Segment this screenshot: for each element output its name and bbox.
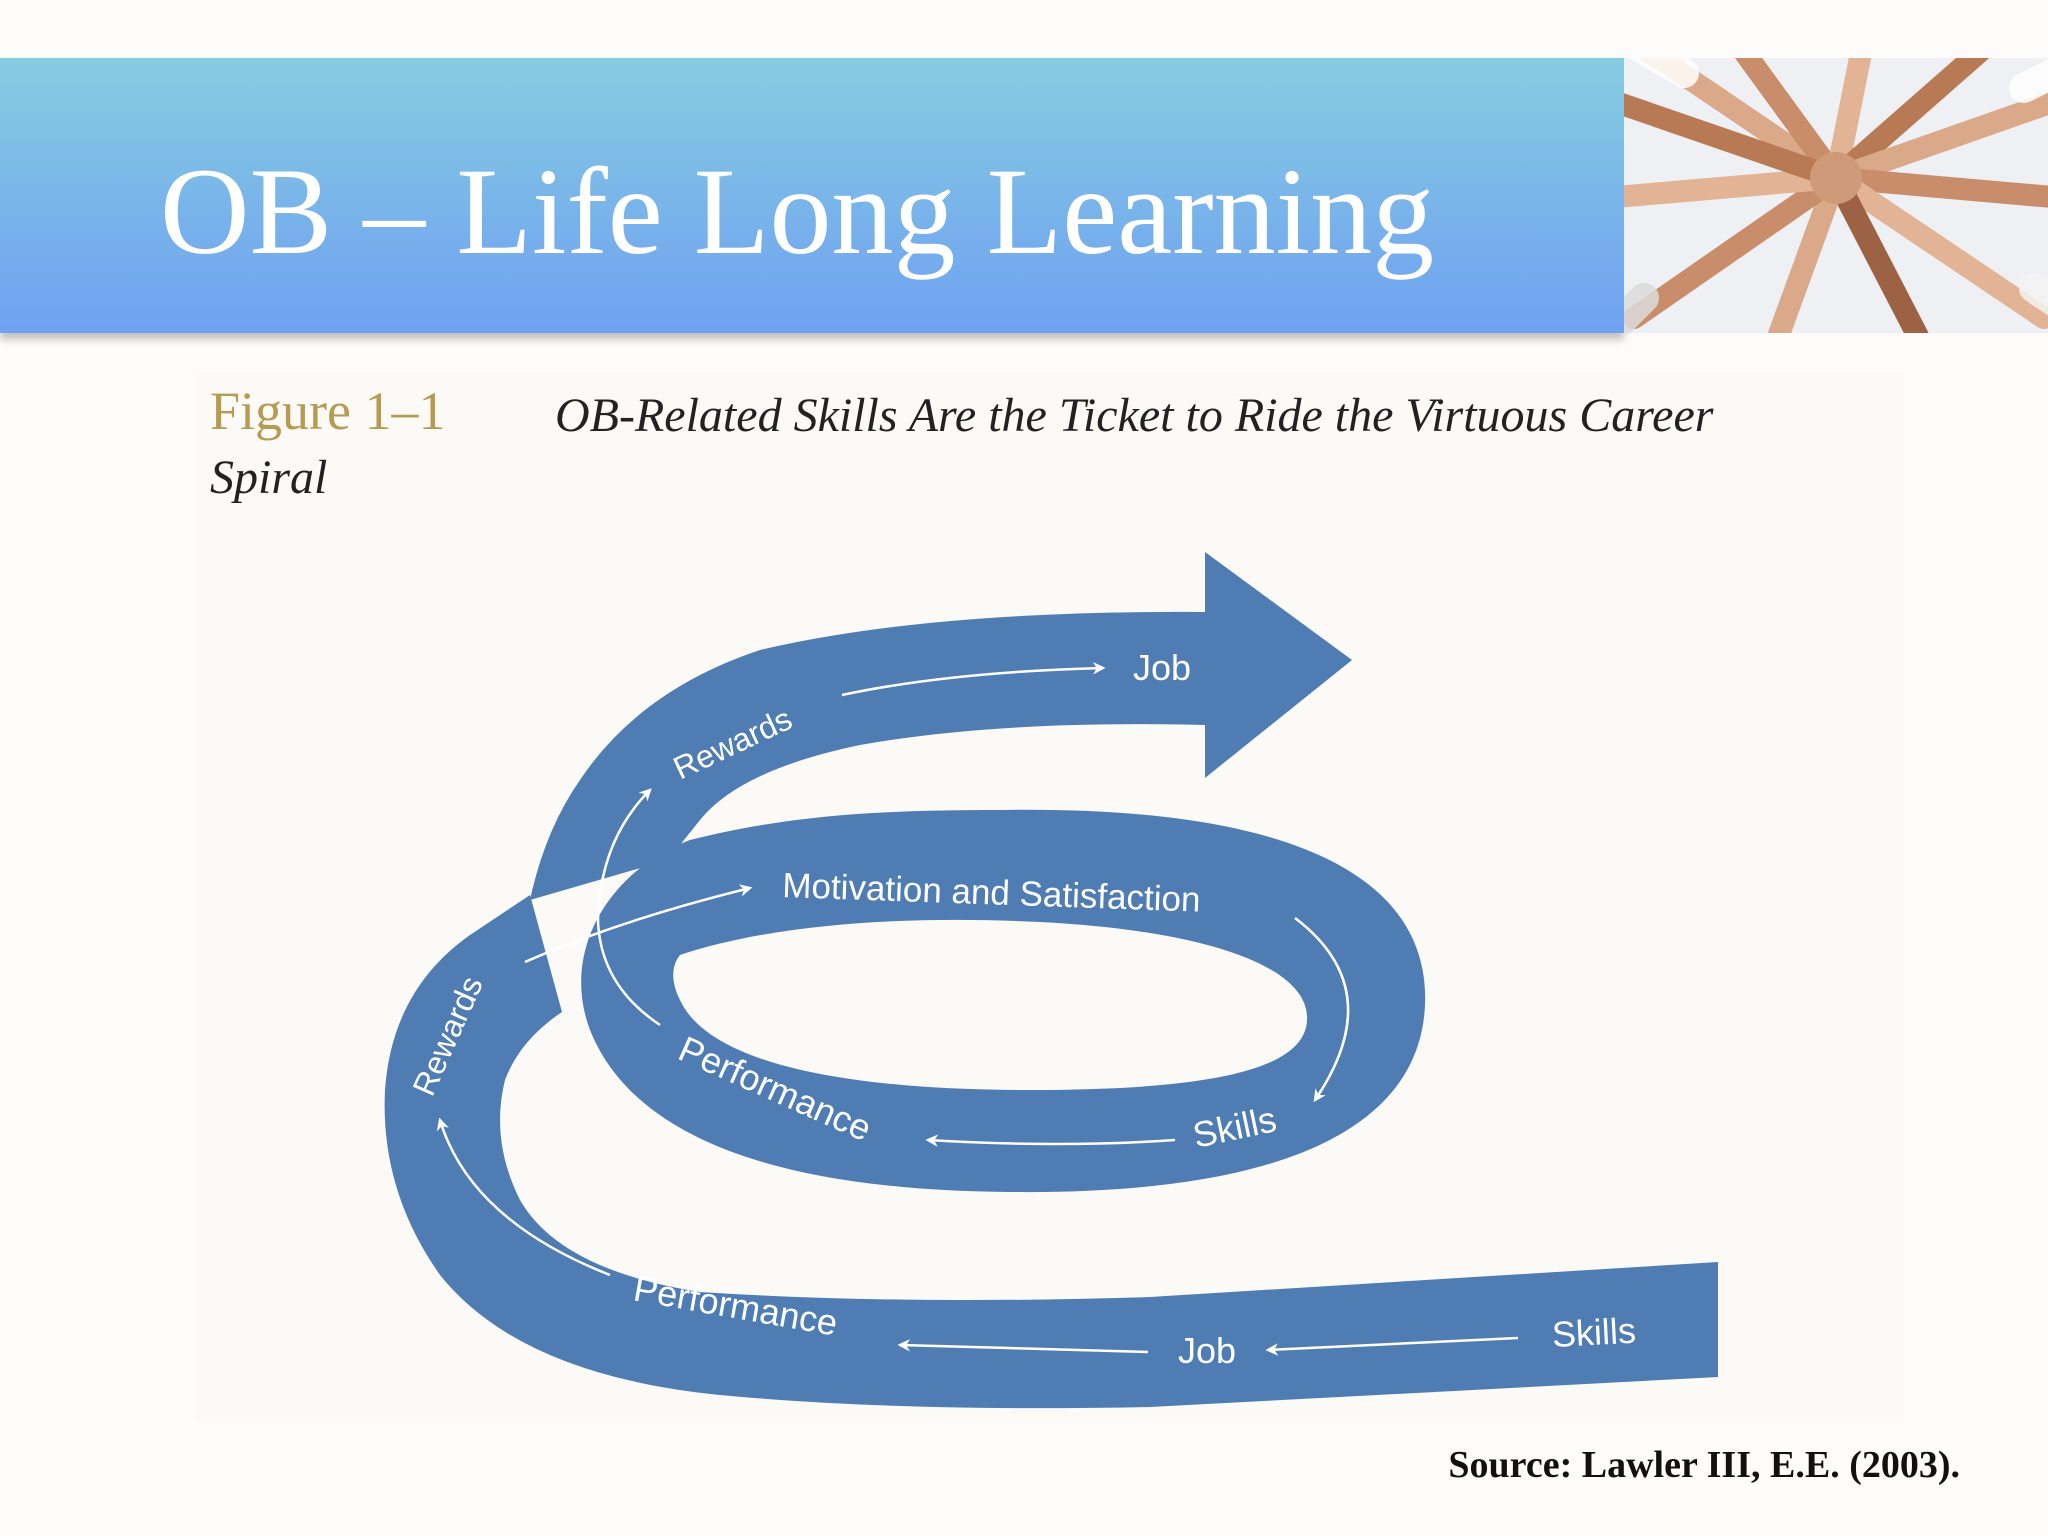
arrow-performance-to-rewards-upper <box>596 788 661 1027</box>
arrow-skills-to-performance <box>925 1134 1176 1147</box>
label-bottom-skills: Skills <box>1551 1310 1637 1355</box>
arrow-job-to-performance <box>897 1339 1149 1354</box>
spiral-band-bottom <box>384 895 1719 1409</box>
figure-label: Figure 1–1 <box>210 381 446 441</box>
label-bottom-job: Job <box>1178 1330 1236 1371</box>
arrow-rewards-to-job <box>841 662 1106 697</box>
arrow-motivation-to-skills <box>1294 917 1350 1103</box>
figure-caption-continued: Spiral <box>210 451 328 504</box>
arrow-rewards-to-motivation <box>524 884 753 964</box>
slide-title: OB – Life Long Learning <box>160 143 1435 280</box>
label-top-job: Job <box>1133 647 1191 688</box>
team-hands-photo <box>1624 58 2048 333</box>
arrow-performance-to-rewards <box>436 1117 611 1277</box>
figure-caption: OB-Related Skills Are the Ticket to Ride… <box>555 389 1714 442</box>
arrow-skills-to-job <box>1265 1336 1519 1356</box>
hands-image-icon <box>1624 58 2048 333</box>
source-citation: Source: Lawler III, E.E. (2003). <box>1448 1444 1960 1486</box>
header-band <box>0 58 1624 333</box>
spiral-band-loop <box>581 809 1426 1193</box>
spiral-band-top <box>530 552 1352 900</box>
